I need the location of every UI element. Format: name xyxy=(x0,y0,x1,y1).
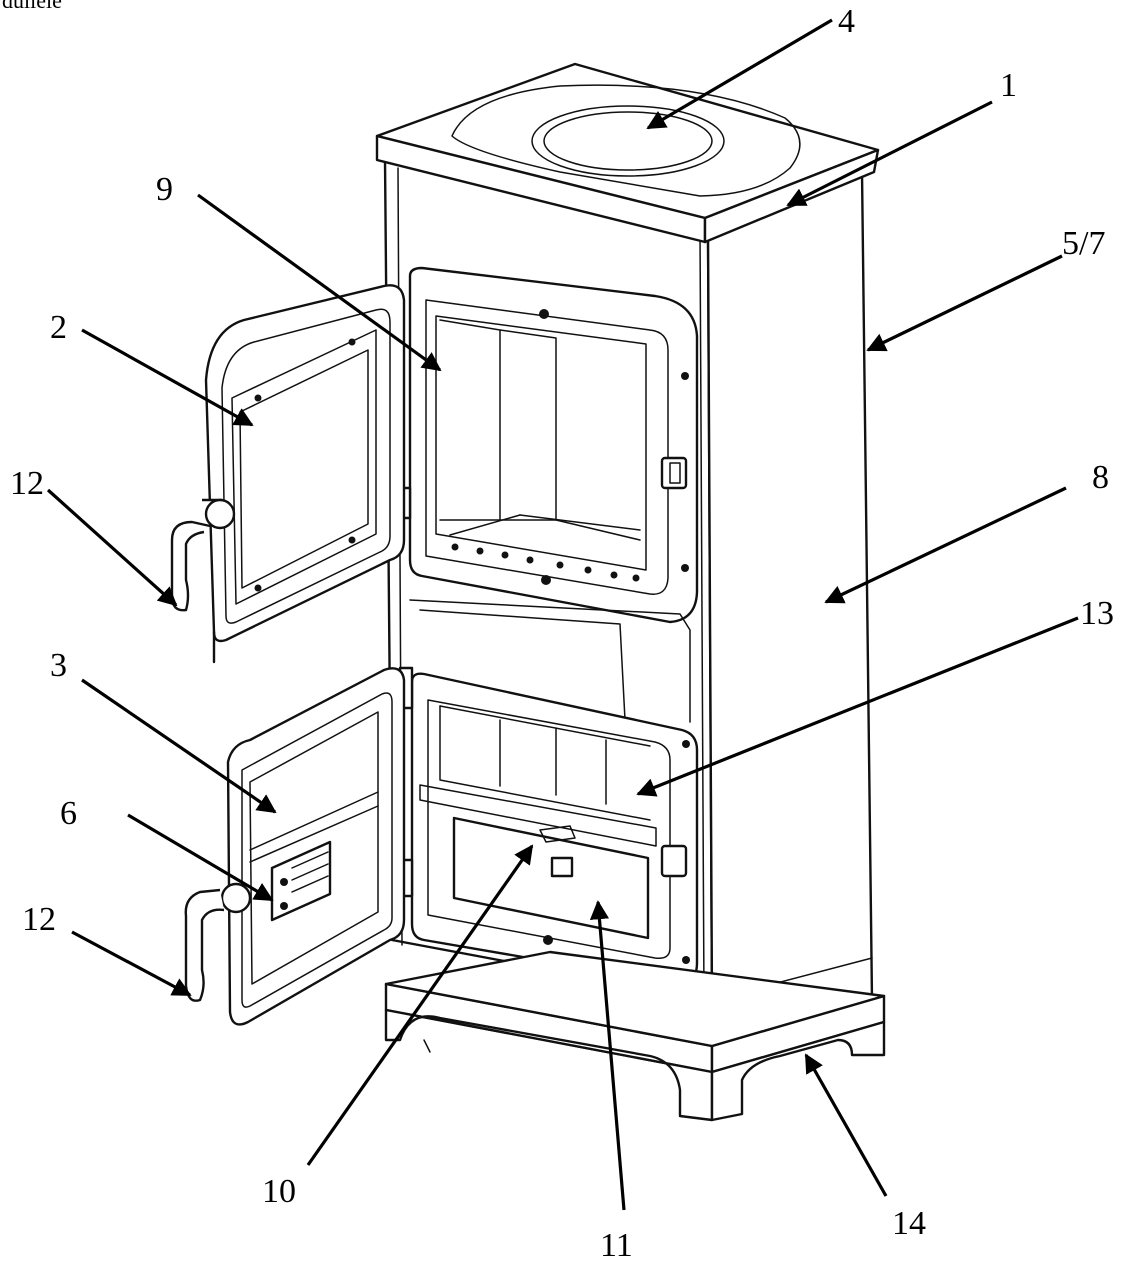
lower-ash-compartment xyxy=(398,666,699,986)
upper-firebox xyxy=(396,266,699,624)
callout-2: 2 xyxy=(50,309,67,346)
corner-text: dulleie xyxy=(2,0,62,13)
callout-4: 4 xyxy=(838,3,855,40)
callout-3: 3 xyxy=(50,647,67,684)
callout-5-7: 5/7 xyxy=(1062,225,1105,262)
callout-1: 1 xyxy=(1000,67,1017,104)
callout-10: 10 xyxy=(262,1173,296,1210)
callout-12-upper: 12 xyxy=(10,465,44,502)
lower-door xyxy=(184,667,406,1026)
callout-8: 8 xyxy=(1092,459,1109,496)
callout-arrows xyxy=(46,18,1079,1211)
callout-11: 11 xyxy=(600,1227,633,1262)
callout-12-lower: 12 xyxy=(22,901,56,938)
callout-6: 6 xyxy=(60,795,77,832)
callout-13: 13 xyxy=(1080,595,1114,632)
callout-labels: 4 1 5/7 9 2 12 8 13 3 6 12 10 11 14 xyxy=(10,3,1114,1262)
callout-14: 14 xyxy=(892,1205,926,1242)
middle-band xyxy=(409,599,691,723)
callout-9: 9 xyxy=(156,171,173,208)
upper-door xyxy=(170,284,406,664)
stove-base xyxy=(384,950,886,1122)
